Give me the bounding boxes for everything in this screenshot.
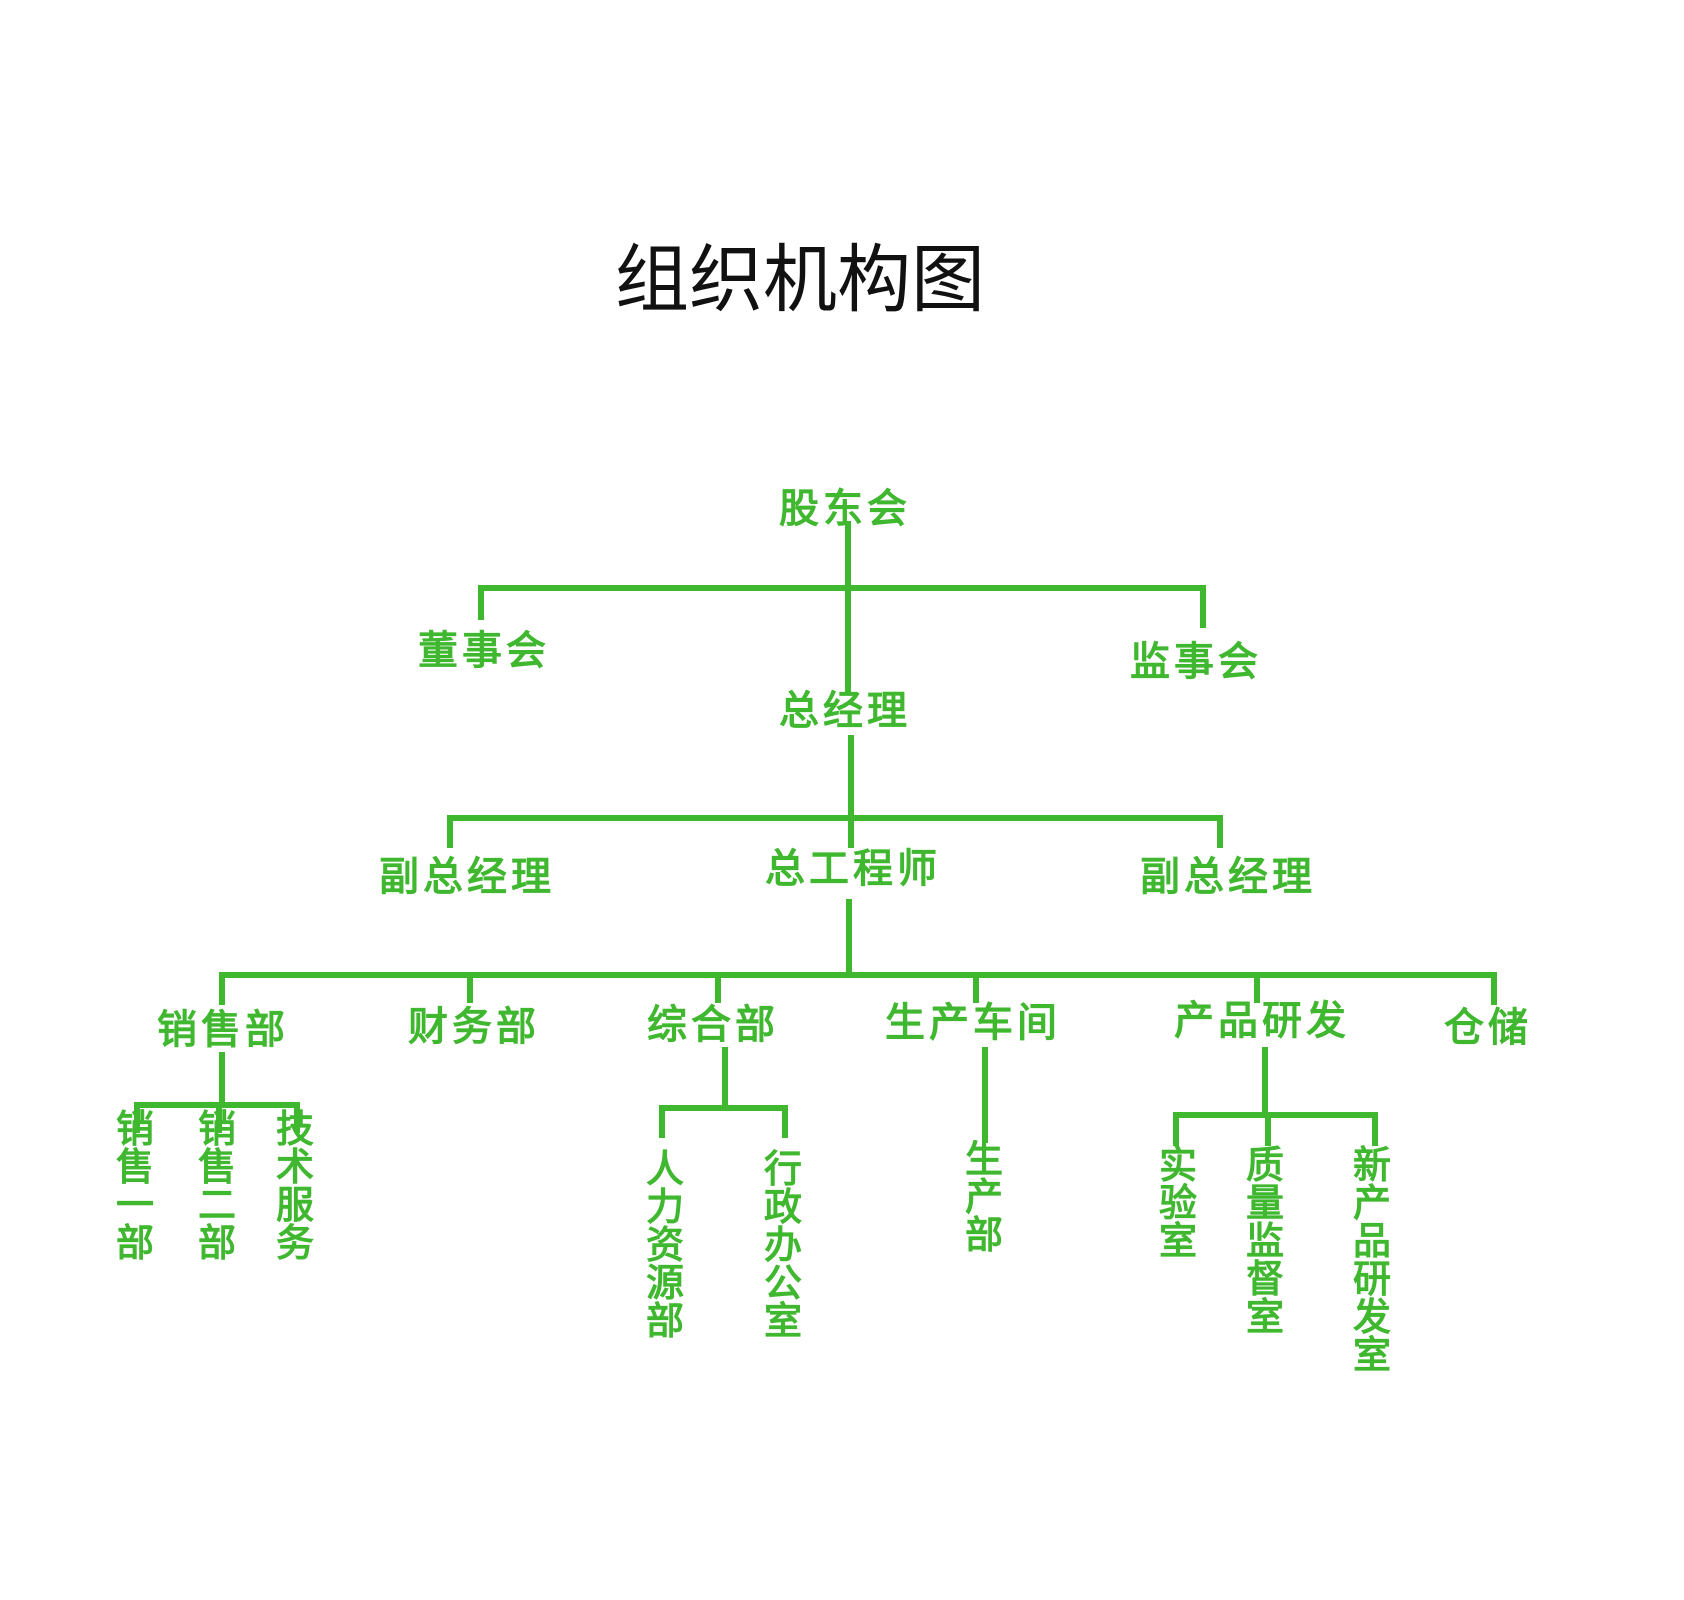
node-vgm_right: 副总经理: [1140, 854, 1316, 900]
node-sales1-char: 售: [116, 1145, 154, 1189]
connector-bracket-vgm: [447, 815, 1223, 848]
node-tech-char: 服: [276, 1183, 314, 1227]
node-qa-char: 督: [1246, 1257, 1284, 1301]
node-admin-char: 室: [764, 1299, 802, 1343]
node-production-char: 部: [965, 1213, 1003, 1257]
node-general: 综合部: [647, 1002, 779, 1048]
node-sales2-char: 部: [198, 1221, 236, 1265]
node-production-char: 生: [965, 1137, 1003, 1181]
node-lab-char: 室: [1159, 1219, 1197, 1263]
node-tech-char: 技: [276, 1107, 314, 1151]
connector-lines: [134, 521, 1497, 1146]
node-rd: 产品研发: [1174, 998, 1350, 1044]
node-newprod-char: 室: [1353, 1333, 1391, 1377]
node-admin-char: 公: [764, 1261, 802, 1305]
node-shareholders: 股东会: [779, 486, 911, 532]
node-qa-char: 量: [1246, 1181, 1284, 1225]
node-production: 生产部: [965, 1137, 1003, 1257]
node-finance: 财务部: [408, 1004, 540, 1050]
node-board: 董事会: [418, 628, 550, 674]
node-gm: 总经理: [779, 688, 911, 734]
node-sales: 销售部: [157, 1007, 289, 1053]
node-hr-char: 部: [646, 1299, 684, 1343]
node-newprod: 新产品研发室: [1353, 1143, 1391, 1377]
node-lab-char: 实: [1159, 1143, 1197, 1187]
node-sales2-char: 售: [198, 1145, 236, 1189]
node-hr-char: 人: [646, 1147, 684, 1191]
node-workshop: 生产车间: [885, 1000, 1061, 1046]
node-production-char: 产: [965, 1175, 1003, 1219]
node-qa-char: 监: [1246, 1219, 1284, 1263]
chart-title: 组织机构图: [615, 237, 985, 323]
connector-bracket-departments: [219, 972, 1497, 1005]
node-vgm_left: 副总经理: [379, 854, 555, 900]
node-qa-char: 室: [1246, 1295, 1284, 1339]
org-nodes: 股东会董事会监事会总经理副总经理总工程师副总经理销售部财务部综合部生产车间产品研…: [116, 486, 1532, 1377]
node-lab-char: 验: [1159, 1181, 1197, 1225]
node-qa-char: 质: [1246, 1143, 1284, 1187]
node-sales1-char: 一: [116, 1183, 154, 1227]
node-hr: 人力资源部: [646, 1147, 684, 1343]
node-tech-char: 术: [276, 1145, 314, 1189]
node-newprod-char: 产: [1353, 1181, 1391, 1225]
connector-bracket-board-supervisors: [478, 585, 1206, 628]
node-storage: 仓储: [1444, 1005, 1532, 1051]
node-hr-char: 力: [646, 1185, 684, 1229]
node-lab: 实验室: [1159, 1143, 1197, 1263]
node-tech: 技术服务: [276, 1107, 314, 1265]
node-newprod-char: 发: [1353, 1295, 1391, 1339]
node-hr-char: 源: [646, 1261, 684, 1305]
node-sales1-char: 部: [116, 1221, 154, 1265]
node-supervisors: 监事会: [1130, 639, 1262, 685]
node-sales2: 销售二部: [198, 1107, 236, 1265]
node-admin: 行政办公室: [764, 1147, 802, 1343]
node-chief_engineer: 总工程师: [765, 846, 941, 892]
connector-bracket-general: [659, 1105, 788, 1138]
node-admin-char: 行: [764, 1147, 802, 1191]
connector-bracket-rd: [1173, 1112, 1378, 1146]
node-sales2-char: 二: [198, 1183, 236, 1227]
node-tech-char: 务: [276, 1221, 314, 1265]
node-admin-char: 政: [764, 1185, 802, 1229]
node-newprod-char: 品: [1353, 1219, 1391, 1263]
node-sales1: 销售一部: [116, 1107, 154, 1265]
node-admin-char: 办: [764, 1223, 802, 1267]
node-newprod-char: 研: [1353, 1257, 1391, 1301]
node-hr-char: 资: [646, 1223, 684, 1267]
node-sales1-char: 销: [116, 1107, 154, 1151]
node-newprod-char: 新: [1353, 1143, 1391, 1187]
node-qa: 质量监督室: [1246, 1143, 1284, 1339]
node-sales2-char: 销: [198, 1107, 236, 1151]
